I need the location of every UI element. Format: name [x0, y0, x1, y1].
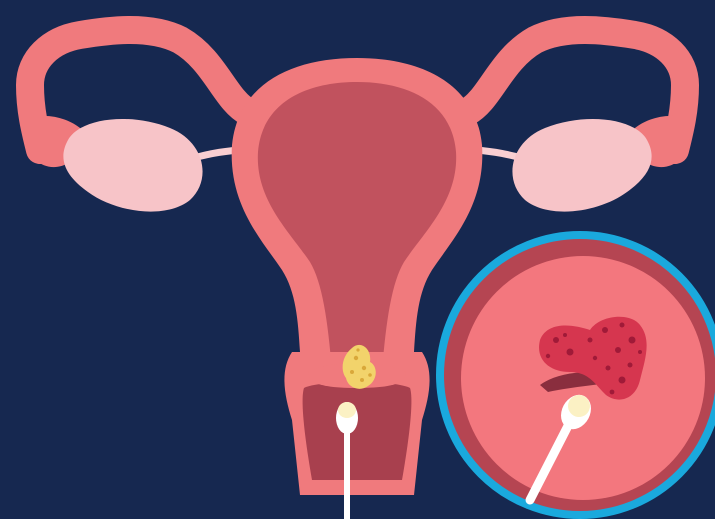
vaginal-canal-inner: [303, 382, 412, 480]
magnified-cervix-icon: [440, 235, 715, 515]
